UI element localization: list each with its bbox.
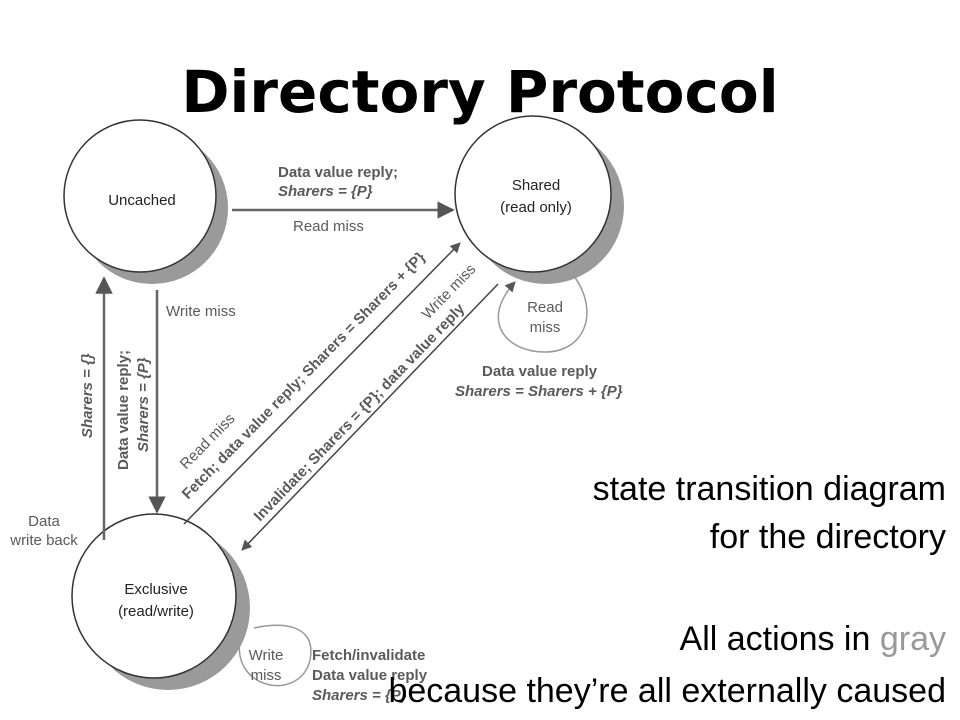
label-write-miss: Write miss [166, 303, 236, 320]
label-invalidate-reply: Invalidate; Sharers = {P}; data value re… [251, 300, 469, 525]
state-shared-label: Shared [512, 177, 560, 194]
state-uncached-label: Uncached [108, 192, 176, 209]
label-data-value-reply-vertical: Data value reply; [115, 350, 132, 470]
label-data: Data [28, 513, 60, 530]
label-read-miss: Read miss [293, 218, 364, 235]
label-fetch-invalidate: Fetch/invalidate [312, 647, 425, 664]
loop-exclusive-write-miss [238, 624, 312, 687]
caption-line-1: state transition diagram [592, 470, 946, 508]
caption-line-3-prefix: All actions in [679, 620, 880, 658]
caption-line-2: for the directory [709, 518, 946, 556]
label-sharers-plus-p: Sharers = Sharers + {P} [455, 383, 623, 400]
label-write: Write [249, 647, 284, 664]
caption-line-3: All actions in gray [680, 620, 946, 659]
label-miss-exclusive: miss [251, 667, 282, 684]
caption-gray-word: gray [879, 620, 946, 658]
arrow-exclusive-to-shared [183, 242, 461, 525]
label-read: Read [527, 299, 563, 316]
caption-line-4: because they’re all externally caused [388, 672, 946, 711]
label-data-value-reply-shared: Data value reply [482, 363, 598, 380]
state-uncached: Uncached [63, 119, 228, 284]
state-exclusive-sublabel: (read/write) [118, 603, 194, 620]
state-exclusive-label: Exclusive [124, 581, 187, 598]
label-write-back: write back [9, 532, 78, 549]
state-shared: Shared (read only) [454, 115, 624, 284]
caption-line-4-rest: they’re all externally caused [526, 672, 946, 710]
label-miss: miss [530, 319, 561, 336]
label-sharers-p-vertical: Sharers = {P} [135, 357, 152, 452]
arrow-shared-to-exclusive [241, 283, 499, 551]
label-data-value-reply: Data value reply; [278, 164, 398, 181]
loop-shared-read-miss [497, 275, 588, 353]
state-shared-sublabel: (read only) [500, 199, 572, 216]
label-sharers-p: Sharers = {P} [278, 183, 373, 200]
state-exclusive: Exclusive (read/write) [71, 513, 250, 690]
label-sharers-empty: Sharers = {} [79, 353, 96, 438]
caption-line-4-prefix: because [388, 672, 527, 710]
page-title: Directory Protocol [181, 58, 779, 126]
label-sharers-p-exclusive: Sharers = {P} [312, 687, 407, 704]
label-data-value-reply-exclusive: Data value reply [312, 667, 428, 684]
